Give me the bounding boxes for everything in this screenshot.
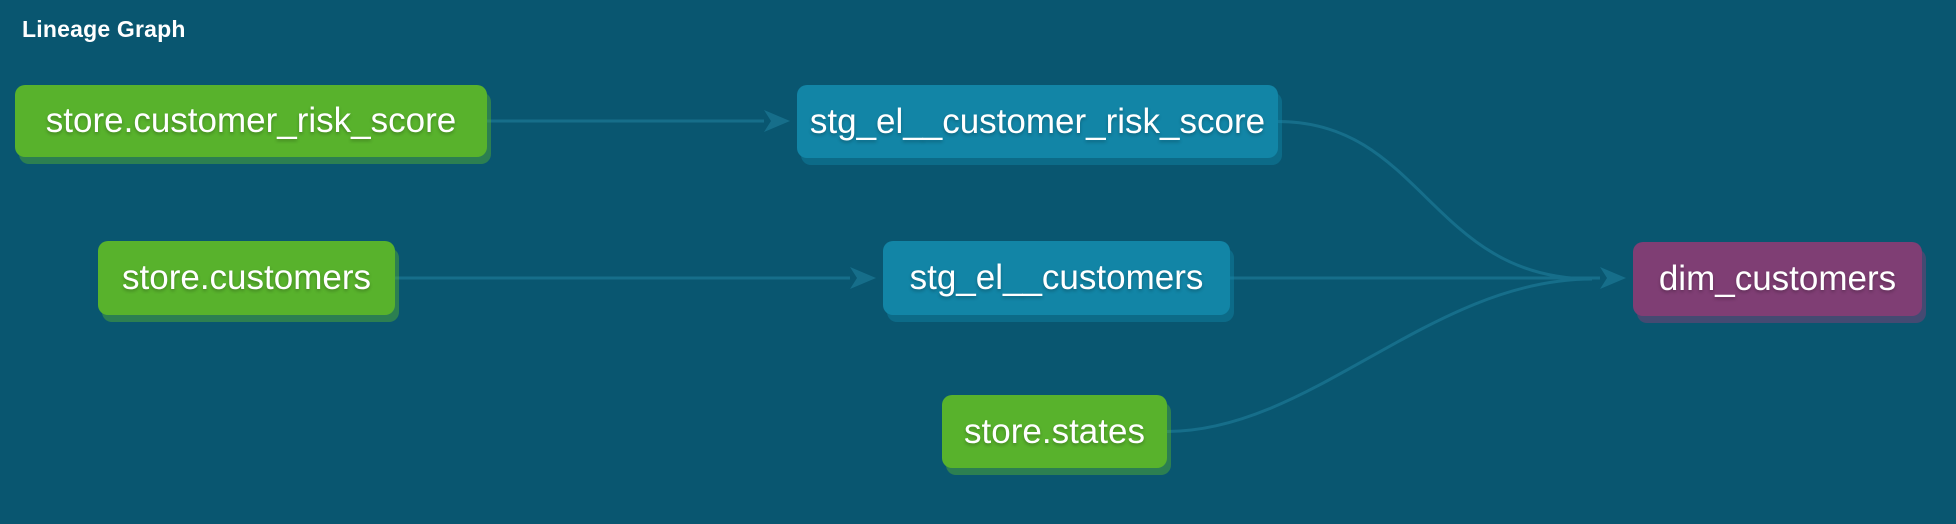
node-dim-customers[interactable]: dim_customers: [1633, 242, 1922, 316]
node-store-customer-risk-score[interactable]: store.customer_risk_score: [15, 85, 487, 157]
edge-stg-el-customer-risk-score-to-dim-customers: [1277, 120, 1593, 281]
page-title: Lineage Graph: [22, 16, 186, 42]
node-store-customers[interactable]: store.customers: [98, 241, 395, 315]
node-store-states[interactable]: store.states: [942, 395, 1167, 468]
node-stg-el-customer-risk-score[interactable]: stg_el__customer_risk_score: [797, 85, 1278, 158]
edge-store-states-to-dim-customers: [1166, 277, 1593, 433]
node-stg-el-customers[interactable]: stg_el__customers: [883, 241, 1230, 315]
